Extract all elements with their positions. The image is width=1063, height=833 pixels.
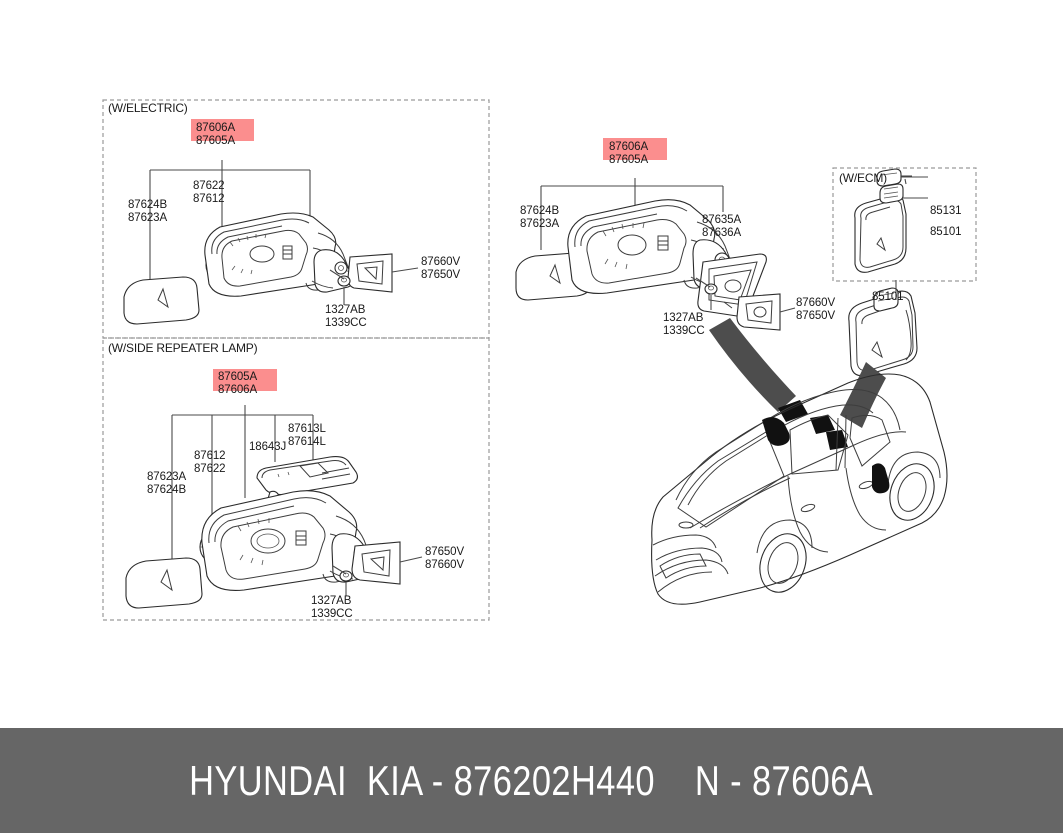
panel-title-w-electric: (W/ELECTRIC) [108, 101, 188, 115]
footer-inner: HYUNDAI KIA - 876202H440 N - 87606A [0, 728, 1063, 833]
panel4-inside-mirror [854, 168, 912, 273]
panel2-mirror-glass [125, 557, 203, 609]
panel3-bolt [695, 277, 718, 310]
panel-border-w-ecm [832, 167, 977, 282]
panel5-inside-mirror [840, 280, 918, 428]
panel4-leaders [901, 176, 928, 199]
label-p5-85101: 85101 [872, 291, 904, 303]
panel3-hl-line2: 87605A [609, 153, 649, 166]
label-p4-85131: 85131 [930, 205, 962, 217]
label-p4-85101: 85101 [930, 226, 962, 238]
panel1-hl-line2: 87605A [196, 134, 236, 147]
panel-border-side-repeater [102, 337, 490, 621]
panel1-bolt [329, 269, 351, 305]
panel1-hl-line1: 87606A [196, 122, 236, 134]
label-p2-18643J: 18643J [249, 441, 287, 453]
panel1-leader-87660V [391, 267, 419, 273]
highlight-box-panel2 [213, 369, 277, 391]
arrow-to-car-left [709, 318, 808, 422]
panel-title-side-repeater: (W/SIDE REPEATER LAMP) [108, 341, 258, 355]
panel3-hl-line1: 87606A [609, 141, 649, 153]
panel3-leader-87660V [779, 307, 796, 313]
panel1-mirror-glass [123, 276, 200, 325]
panel2-hl-line1: 87605A [218, 371, 258, 383]
vehicle-illustration [651, 373, 948, 605]
panel1-mirror-housing [204, 212, 354, 297]
panel3-mirror-cover [736, 293, 781, 331]
panel2-leader-87650V [399, 556, 423, 563]
arrow-to-car-right [810, 415, 848, 450]
footer-bar: HYUNDAI KIA - 876202H440 N - 87606A [0, 728, 1063, 833]
diagram-area: .ln{fill:none;stroke:#3d3d3d;stroke-widt… [102, 99, 977, 621]
highlight-box-panel3 [603, 138, 667, 160]
panel2-mirror-cover [351, 541, 401, 585]
panel-border-w-electric [102, 99, 490, 339]
panel2-bolt [332, 565, 353, 596]
footer-part-label: HYUNDAI KIA - 876202H440 N - 87606A [189, 756, 874, 804]
panel2-leader-lines [171, 405, 314, 560]
diagram-artwork: .ln{fill:none;stroke:#3d3d3d;stroke-widt… [102, 99, 977, 621]
panel2-hl-line2: 87606A [218, 383, 258, 396]
highlight-box-panel1 [191, 119, 254, 141]
panel-title-w-ecm: (W/ECM) [839, 171, 887, 185]
panel1-mirror-cover [347, 253, 393, 293]
